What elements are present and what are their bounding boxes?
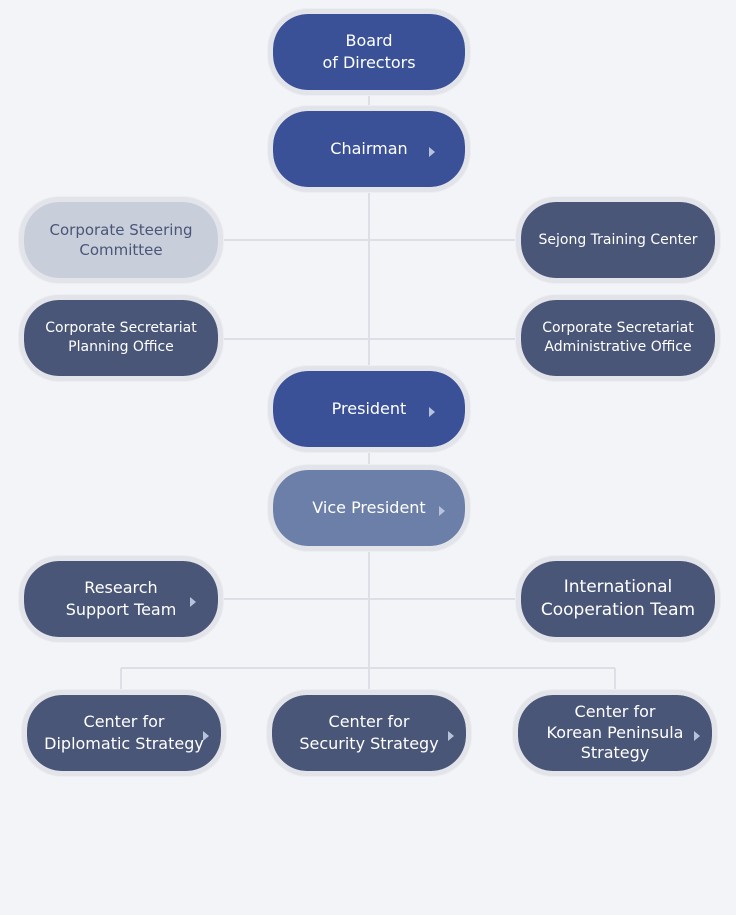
international-cooperation-team-label: International Cooperation Team xyxy=(540,577,696,620)
board-of-directors-label: Board of Directors xyxy=(322,31,416,72)
international-cooperation-team-box[interactable]: International Cooperation Team xyxy=(516,556,720,642)
president-box[interactable]: President xyxy=(268,366,470,452)
vice-president-box[interactable]: Vice President xyxy=(268,465,470,551)
planning-office-label: Corporate Secretariat Planning Office xyxy=(45,320,197,355)
diplomatic-strategy-center-label: Center for Diplomatic Strategy xyxy=(44,712,204,753)
planning-office-box[interactable]: Corporate Secretariat Planning Office xyxy=(19,295,223,381)
sejong-training-center-label: Sejong Training Center xyxy=(538,231,698,248)
korean-peninsula-strategy-center-label: Center for Korean Peninsula Strategy xyxy=(546,701,684,763)
chevron-right-icon xyxy=(439,506,445,516)
sejong-training-center-box[interactable]: Sejong Training Center xyxy=(516,197,720,283)
research-support-team-box[interactable]: Research Support Team xyxy=(19,556,223,642)
korean-peninsula-strategy-center-box[interactable]: Center for Korean Peninsula Strategy xyxy=(513,690,717,776)
administrative-office-label: Corporate Secretariat Administrative Off… xyxy=(542,320,694,355)
board-of-directors-box[interactable]: Board of Directors xyxy=(268,9,470,95)
chevron-right-icon xyxy=(448,731,454,741)
security-strategy-center-box[interactable]: Center for Security Strategy xyxy=(267,690,471,776)
vice-president-label: Vice President xyxy=(312,498,426,518)
chairman-box[interactable]: Chairman xyxy=(268,106,470,192)
chevron-right-icon xyxy=(694,731,700,741)
diplomatic-strategy-center-box[interactable]: Center for Diplomatic Strategy xyxy=(22,690,226,776)
chevron-right-icon xyxy=(203,731,209,741)
chevron-right-icon xyxy=(190,597,196,607)
corporate-steering-committee-box[interactable]: Corporate Steering Committee xyxy=(19,197,223,283)
chairman-label: Chairman xyxy=(330,139,408,159)
administrative-office-box[interactable]: Corporate Secretariat Administrative Off… xyxy=(516,295,720,381)
chevron-right-icon xyxy=(429,147,435,157)
president-label: President xyxy=(331,399,407,419)
corporate-steering-committee-label: Corporate Steering Committee xyxy=(49,220,193,259)
chevron-right-icon xyxy=(429,407,435,417)
research-support-team-label: Research Support Team xyxy=(65,578,177,619)
security-strategy-center-label: Center for Security Strategy xyxy=(299,712,439,753)
